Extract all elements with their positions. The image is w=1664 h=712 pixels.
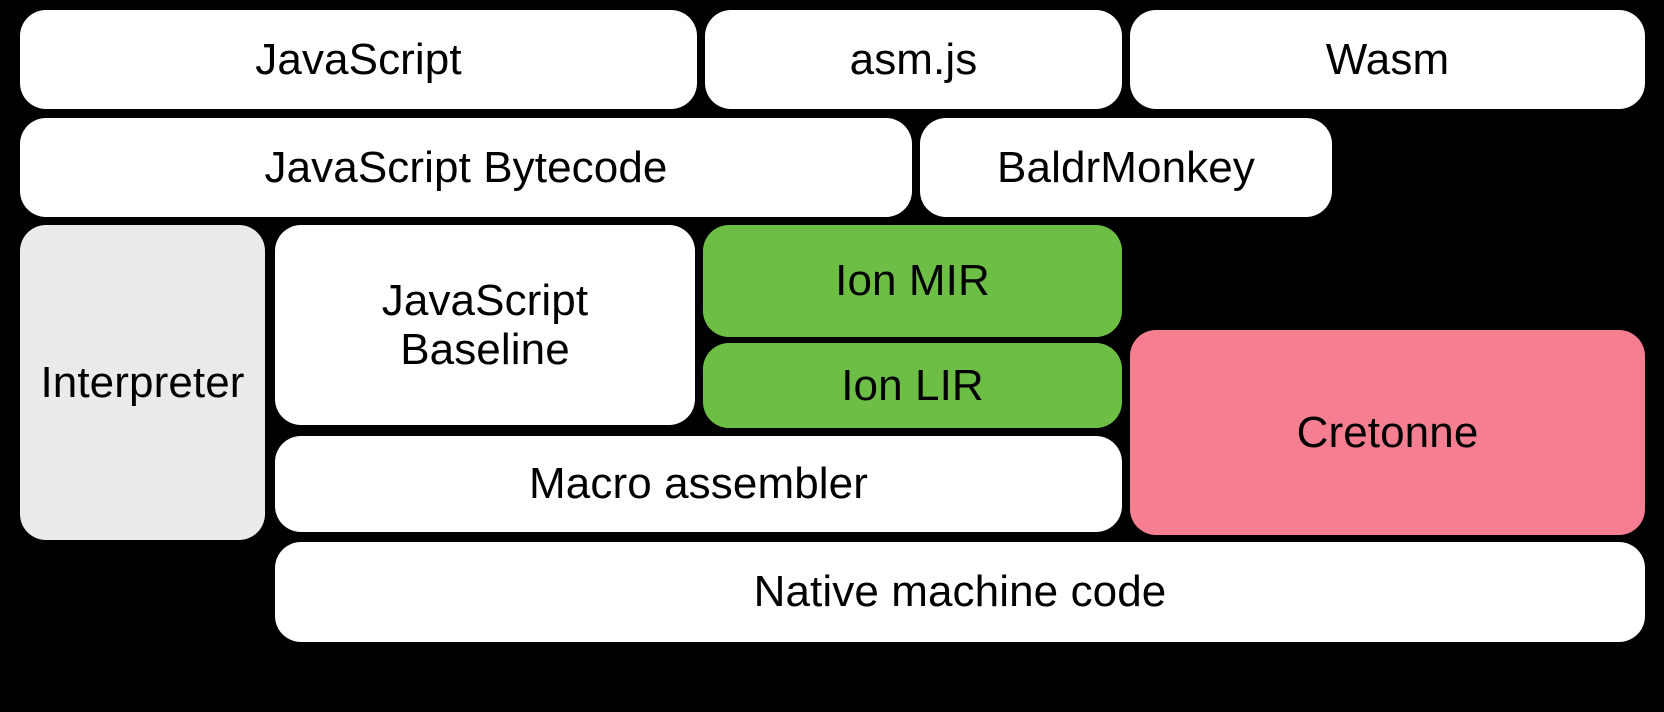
node-interpreter: Interpreter	[20, 225, 265, 540]
node-ion-lir: Ion LIR	[703, 343, 1122, 428]
node-wasm: Wasm	[1130, 10, 1645, 109]
node-cretonne: Cretonne	[1130, 330, 1645, 535]
node-ion-mir: Ion MIR	[703, 225, 1122, 337]
node-macro-assembler: Macro assembler	[275, 436, 1122, 532]
node-baldrmonkey: BaldrMonkey	[920, 118, 1332, 217]
node-native-machine-code: Native machine code	[275, 542, 1645, 642]
node-javascript: JavaScript	[20, 10, 697, 109]
node-javascript-bytecode: JavaScript Bytecode	[20, 118, 912, 217]
node-javascript-baseline: JavaScript Baseline	[275, 225, 695, 425]
node-asmjs: asm.js	[705, 10, 1122, 109]
